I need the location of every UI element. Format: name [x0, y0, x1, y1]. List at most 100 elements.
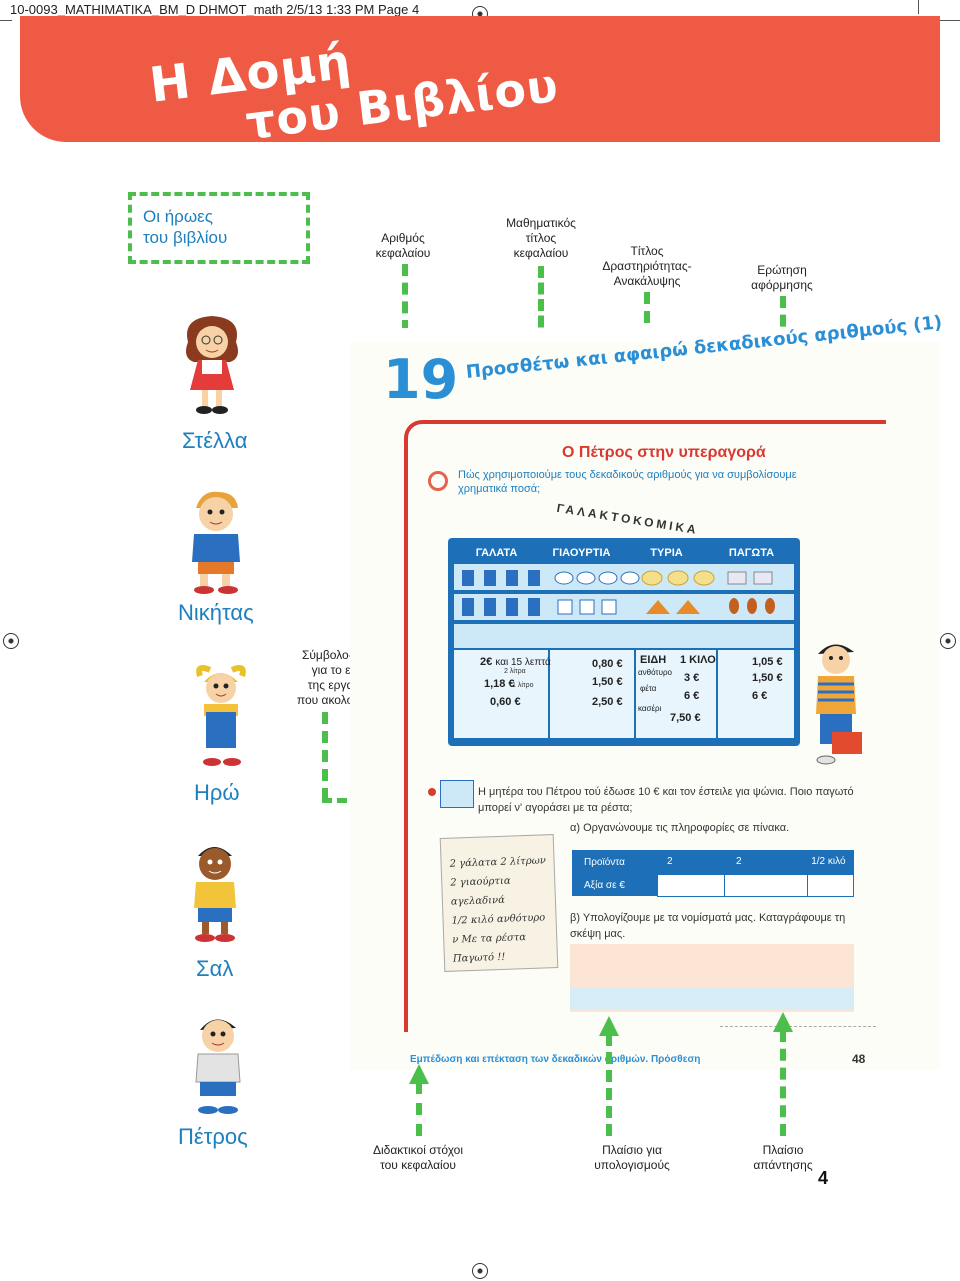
registration-mark-icon: [940, 633, 956, 649]
book-top-edge: [350, 328, 940, 342]
book-page-number: 48: [852, 1052, 866, 1066]
cheese-head-kilo: 1 ΚΙΛΟ: [680, 654, 716, 666]
hero-name-stella: Στέλλα: [182, 428, 248, 453]
section-milk: ΓΑΛΑΤΑ: [454, 544, 539, 562]
shelf-headers: ΓΑΛΑΤΑ ΓΙΑΟΥΡΤΙΑ ΤΥΡΙΑ ΠΑΓΩΤΑ: [454, 544, 794, 562]
arrow-up-icon: [409, 1064, 429, 1084]
panel-divider: [548, 650, 550, 738]
table-cell: 2: [724, 850, 807, 874]
note-line: 1/2 κιλό ανθότυρο: [451, 912, 546, 927]
hero-name-iro: Ηρώ: [194, 780, 240, 805]
label-calc-frame: Πλαίσιο για υπολογισμούς: [586, 1143, 678, 1173]
table-cell: 1/2 κιλό: [807, 850, 854, 874]
price-yogurt-a: 0,80 €: [592, 658, 623, 670]
pointer-line: [780, 1030, 786, 1136]
price-milk-c: 0,60 €: [490, 696, 521, 708]
price-yogurt-c: 2,50 €: [592, 696, 623, 708]
petros-shopping-icon: [816, 644, 862, 765]
pointer-line: [538, 266, 544, 344]
task-text: Η μητέρα του Πέτρου τού έδωσε 10 € και τ…: [478, 786, 854, 814]
panel-divider: [716, 650, 718, 738]
label-activity-title: Τίτλος Δραστηριότητας- Ανακάλυψης: [592, 244, 702, 289]
table-cell[interactable]: [806, 873, 854, 897]
hero-name-sal: Σαλ: [196, 956, 234, 981]
pointer-line: [402, 264, 408, 332]
note-line: 2 γάλατα 2 λίτρων: [449, 855, 547, 870]
label-teaching-goals: Διδακτικοί στόχοι του κεφαλαίου: [366, 1143, 470, 1173]
label-line: κεφαλαίου: [513, 246, 569, 260]
pointer-line: [606, 1034, 612, 1136]
nikitas-character-icon: [192, 491, 240, 594]
note-text: 2 γάλατα 2 λίτρων 2 γιαούρτια αγελαδινά …: [441, 835, 557, 969]
price-sub: 2 λίτρα: [504, 668, 526, 675]
section-icecream: ΠΑΓΩΤΑ: [709, 544, 794, 562]
arrow-up-icon: [773, 1012, 793, 1032]
registration-mark-icon: [472, 1263, 488, 1279]
price-sub: 1 λίτρο: [512, 682, 534, 689]
label-line: Ερώτηση: [757, 263, 807, 277]
price-yogurt-b: 1,50 €: [592, 676, 623, 688]
section-cheese: ΤΥΡΙΑ: [624, 544, 709, 562]
info-table: Προϊόντα 2 2 1/2 κιλό Αξία σε €: [572, 850, 854, 898]
cheese-name: κασέρι: [638, 704, 662, 713]
label-line: Διδακτικοί στόχοι: [372, 1143, 464, 1157]
cheese-price: 6 €: [684, 690, 700, 702]
crop-mark: [0, 20, 12, 21]
table-row-label: Αξία σε €: [572, 874, 657, 896]
cheese-head-items: ΕΙΔΗ: [640, 654, 667, 666]
arrow-up-icon: [599, 1016, 619, 1036]
spiral-icon: [428, 471, 448, 491]
subtask-a: α) Οργανώνουμε τις πληροφορίες σε πίνακα…: [570, 822, 790, 834]
label-line: Αριθμός: [381, 231, 425, 245]
key-symbol-icon: [440, 780, 474, 808]
heroes-caption: Οι ήρωες του βιβλίου: [143, 206, 227, 248]
label-line: Μαθηματικός: [506, 216, 576, 230]
heroes-frame: [128, 192, 310, 264]
label-trigger-question: Ερώτηση αφόρμησης: [742, 263, 822, 293]
pointer-line: [322, 712, 328, 800]
label-line: Ανακάλυψης: [613, 274, 681, 288]
price-note: και 15 λεπτά: [495, 657, 551, 668]
cheese-name: φέτα: [640, 684, 657, 693]
price-value: 2€: [480, 656, 493, 668]
pointer-line: [416, 1082, 422, 1136]
label-math-title: Μαθηματικός τίτλος κεφαλαίου: [494, 216, 588, 261]
trigger-question-text: Πώς χρησιμοποιούμε τους δεκαδικούς αριθμ…: [458, 469, 797, 495]
table-cell[interactable]: [723, 873, 808, 897]
cheese-price: 3 €: [684, 672, 700, 684]
label-line: κεφαλαίου: [375, 246, 431, 260]
shopping-note: 2 γάλατα 2 λίτρων 2 γιαούρτια αγελαδινά …: [439, 834, 559, 972]
table-cell: 2: [657, 850, 724, 874]
chapter-number: 19: [383, 348, 459, 411]
note-line: 2 γιαούρτια αγελαδινά: [450, 875, 511, 908]
stella-character-icon: [186, 316, 238, 414]
registration-mark-icon: [3, 633, 19, 649]
label-answer-frame: Πλαίσιο απάντησης: [748, 1143, 818, 1173]
cheese-price: 7,50 €: [670, 712, 701, 724]
activity-frame: [404, 420, 886, 1032]
label-line: αφόρμησης: [751, 278, 813, 292]
label-line: Πλαίσιο: [762, 1143, 804, 1157]
answer-box[interactable]: [570, 988, 854, 1010]
page-number: 4: [818, 1168, 829, 1188]
label-chapter-number: Αριθμός κεφαλαίου: [360, 231, 446, 261]
hero-name-nikitas: Νικήτας: [178, 600, 254, 625]
price-icecream-a: 1,05 €: [752, 656, 783, 668]
crop-mark: [918, 0, 919, 14]
label-line: απάντησης: [753, 1158, 813, 1172]
products-illustration: [462, 570, 775, 616]
teaching-goals-text: Εμπέδωση και επέκταση των δεκαδικών αριθ…: [410, 1054, 701, 1065]
print-slug: 10-0093_MATHIMATIKA_BM_D DHMOT_math 2/5/…: [10, 2, 420, 17]
price-icecream-c: 6 €: [752, 690, 768, 702]
sal-character-icon: [194, 847, 236, 942]
answer-line: [720, 1026, 876, 1027]
hero-name-petros: Πέτρος: [178, 1124, 248, 1149]
bullet-icon: [428, 788, 436, 796]
heroes-caption-line1: Οι ήρωες: [143, 207, 213, 226]
panel-divider: [634, 650, 636, 738]
table-cell[interactable]: [656, 873, 725, 897]
label-line: Δραστηριότητας-: [602, 259, 692, 273]
heroes-caption-line2: του βιβλίου: [143, 228, 228, 247]
label-line: του κεφαλαίου: [380, 1158, 456, 1172]
section-yogurt: ΓΙΑΟΥΡΤΙΑ: [539, 544, 624, 562]
